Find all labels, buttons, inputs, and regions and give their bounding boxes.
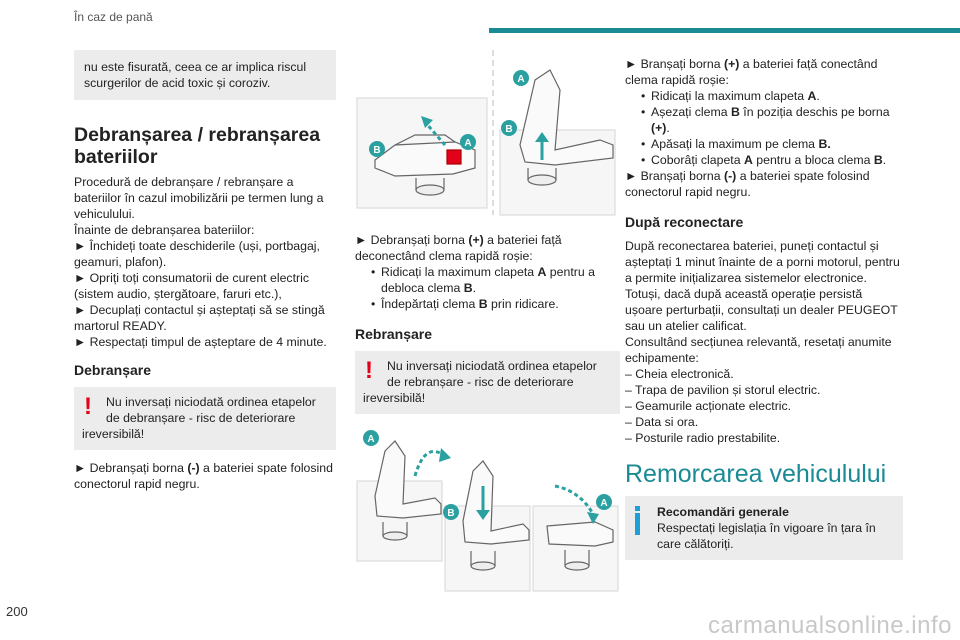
reconnect-bullets: Ridicați la maximum clapeta A. Așezați c… <box>625 88 903 168</box>
warning-box-2: ! Nu inversați niciodată ordinea etapelo… <box>355 351 620 414</box>
warning-line-2: de rebranșare - risc de deteriorare <box>387 375 574 389</box>
label-a-1 <box>363 430 379 446</box>
arrow-head <box>587 512 599 524</box>
list-item: – Data si ora. <box>625 415 699 429</box>
header-accent-bar <box>489 28 960 33</box>
label-a-left-text: A <box>464 138 471 149</box>
bullet-item: Îndepărtați clema B prin ridicare. <box>355 296 620 312</box>
warning-text: Nu inversați niciodată ordinea etapelor … <box>82 394 328 442</box>
warning-text: Nu inversați niciodată ordinea etapelor … <box>363 358 612 406</box>
terminal-illustration-right <box>499 69 616 216</box>
label-a-right-text: A <box>517 74 524 85</box>
info-text: Recomandări generale Respectați legislaț… <box>633 504 895 552</box>
label-a-right <box>513 70 529 86</box>
warning-line-1: Nu inversați niciodată ordinea etapelor <box>106 395 316 409</box>
after-text: După reconectarea bateriei, puneți conta… <box>625 239 900 285</box>
reconnect-diagram: A B A <box>356 430 619 592</box>
warning-box: ! Nu inversați niciodată ordinea etapelo… <box>74 387 336 450</box>
bullet-item: Ridicați la maximum clapeta A pentru a d… <box>355 264 620 296</box>
info-icon <box>635 506 640 536</box>
warning-icon: ! <box>365 357 373 384</box>
section-title: Debranșarea / rebranșarea bateriilor <box>74 124 321 168</box>
intro-text-2: Înainte de debranșarea bateriilor: <box>74 223 255 237</box>
step-3: ► Decuplați contactul și așteptați să se… <box>74 303 325 333</box>
intro-text: Procedură de debranșare / rebranșare a b… <box>74 175 324 221</box>
warning-line-3: ireversibilă! <box>363 391 426 405</box>
arrow-head <box>439 448 451 462</box>
list-item: – Trapa de pavilion și storul electric. <box>625 383 821 397</box>
subheading-after-reconnect: După reconectare <box>625 214 744 230</box>
list-item: – Geamurile acționate electric. <box>625 399 792 413</box>
info-body: Respectați legislația în vigoare în țara… <box>657 521 876 551</box>
arrow-head-2 <box>535 132 549 142</box>
label-b-left <box>369 141 385 157</box>
list-item: – Cheia electronică. <box>625 367 734 381</box>
bullet-item: Apăsați la maximum pe clema B. <box>625 136 903 152</box>
label-a-3 <box>596 494 612 510</box>
terminal-illustration-1 <box>356 440 443 562</box>
column-right: ► Branșați borna (+) a bateriei față con… <box>625 50 903 560</box>
warning-line-1: Nu inversați niciodată ordinea etapelor <box>387 359 597 373</box>
lift-arrow-1 <box>423 121 447 146</box>
column-left: nu este fisurată, ceea ce ar implica ris… <box>74 50 336 492</box>
subheading-reconnect: Rebranșare <box>355 326 433 342</box>
step-4: ► Respectați timpul de așteptare de 4 mi… <box>74 335 327 349</box>
terminal-illustration-2 <box>444 460 531 592</box>
info-title: Recomandări generale <box>657 505 789 519</box>
label-a-3-text: A <box>600 498 607 509</box>
label-b-left-text: B <box>373 145 380 156</box>
bullet-item: Așezați clema B în poziția deschis pe bo… <box>625 104 903 136</box>
reconnect-rear-step: ► Branșați borna (-) a bateriei spate fo… <box>625 169 870 199</box>
label-a-left <box>460 134 476 150</box>
after-text-3: Consultând secțiunea relevantă, resetați… <box>625 335 892 365</box>
disconnect-step: ► Debranșați borna (-) a bateriei spate … <box>74 461 333 491</box>
label-b-2-text: B <box>447 508 454 519</box>
info-box: Recomandări generale Respectați legislaț… <box>625 496 903 560</box>
disconnect-bullets: Ridicați la maximum clapeta A pentru a d… <box>355 264 620 312</box>
arrow-head-1 <box>421 116 433 128</box>
note-text: nu este fisurată, ceea ce ar implica ris… <box>84 60 307 90</box>
reconnect-front-step: ► Branșați borna (+) a bateriei față con… <box>625 57 878 87</box>
terminal-illustration-3 <box>532 505 619 592</box>
reset-list: – Cheia electronică. – Trapa de pavilion… <box>625 366 903 446</box>
step-1: ► Închideți toate deschiderile (uși, por… <box>74 239 320 269</box>
list-item: – Posturile radio prestabilite. <box>625 431 781 445</box>
bullet-item: Ridicați la maximum clapeta A. <box>625 88 903 104</box>
close-arrow <box>554 484 595 515</box>
disconnect-front-step: ► Debranșați borna (+) a bateriei față d… <box>355 233 562 263</box>
arrow-head <box>476 510 490 520</box>
warning-icon: ! <box>84 393 92 420</box>
disconnect-diagram: A B A B <box>356 50 616 216</box>
towing-title: Remorcarea vehiculului <box>625 460 887 488</box>
note-box: nu este fisurată, ceea ce ar implica ris… <box>74 50 336 100</box>
column-middle: A B A B ► Debranșați borna (+) a baterie… <box>355 50 620 596</box>
warning-line-2: de debranșare - risc de deteriorare <box>106 411 296 425</box>
subheading-disconnect: Debranșare <box>74 362 152 378</box>
watermark: carmanualsonline.info <box>708 612 952 639</box>
label-b-right-text: B <box>505 124 512 135</box>
warning-line-3: ireversibilă! <box>82 427 145 441</box>
label-b-2 <box>443 504 459 520</box>
step-2: ► Opriți toți consumatorii de curent ele… <box>74 271 309 301</box>
after-text-2: Totuși, dacă după această operație persi… <box>625 287 898 333</box>
label-b-right <box>501 120 517 136</box>
page-number: 200 <box>6 604 28 619</box>
bullet-item: Coborâți clapeta A pentru a bloca clema … <box>625 152 903 168</box>
section-label: În caz de pană <box>74 10 153 24</box>
label-a-1-text: A <box>367 434 374 445</box>
